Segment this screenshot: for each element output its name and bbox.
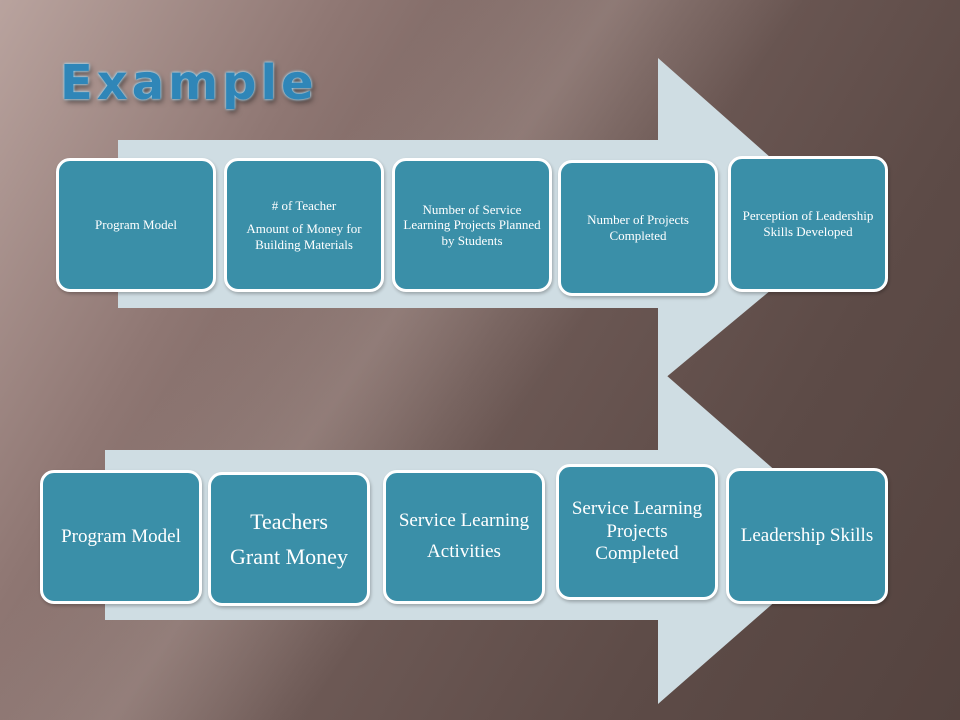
box-teachers-grant: Teachers Grant Money: [208, 472, 370, 606]
box-text: Teachers: [250, 508, 328, 534]
box-program-model: Program Model: [56, 158, 216, 292]
box-projects-completed: Number of Projects Completed: [558, 160, 718, 296]
box-text: Activities: [427, 541, 501, 562]
box-text: Leadership Skills: [740, 524, 874, 546]
box-text: Service Learning: [398, 510, 530, 532]
box-text: Service Learning Projects Completed: [571, 497, 703, 565]
box-projects-planned: Number of Service Learning Projects Plan…: [392, 158, 552, 292]
box-text: Amount of Money for Building Materials: [246, 221, 362, 252]
box-text: # of Teacher: [271, 197, 337, 213]
box-projects-completed-2: Service Learning Projects Completed: [556, 464, 718, 600]
box-text: Grant Money: [230, 544, 348, 569]
box-leadership-skills: Leadership Skills: [726, 468, 888, 604]
box-leadership-perception: Perception of Leadership Skills Develope…: [728, 156, 888, 292]
box-service-learning: Service Learning Activities: [383, 470, 545, 604]
box-text: Program Model: [95, 217, 177, 233]
box-text: Number of Service Learning Projects Plan…: [403, 201, 541, 248]
box-text: Perception of Leadership Skills Develope…: [742, 208, 874, 239]
box-text: Number of Projects Completed: [587, 212, 689, 243]
box-program-model-2: Program Model: [40, 470, 202, 604]
box-teacher-money: # of Teacher Amount of Money for Buildin…: [224, 158, 384, 292]
box-text: Program Model: [61, 525, 181, 547]
slide-title: Example: [60, 55, 318, 111]
